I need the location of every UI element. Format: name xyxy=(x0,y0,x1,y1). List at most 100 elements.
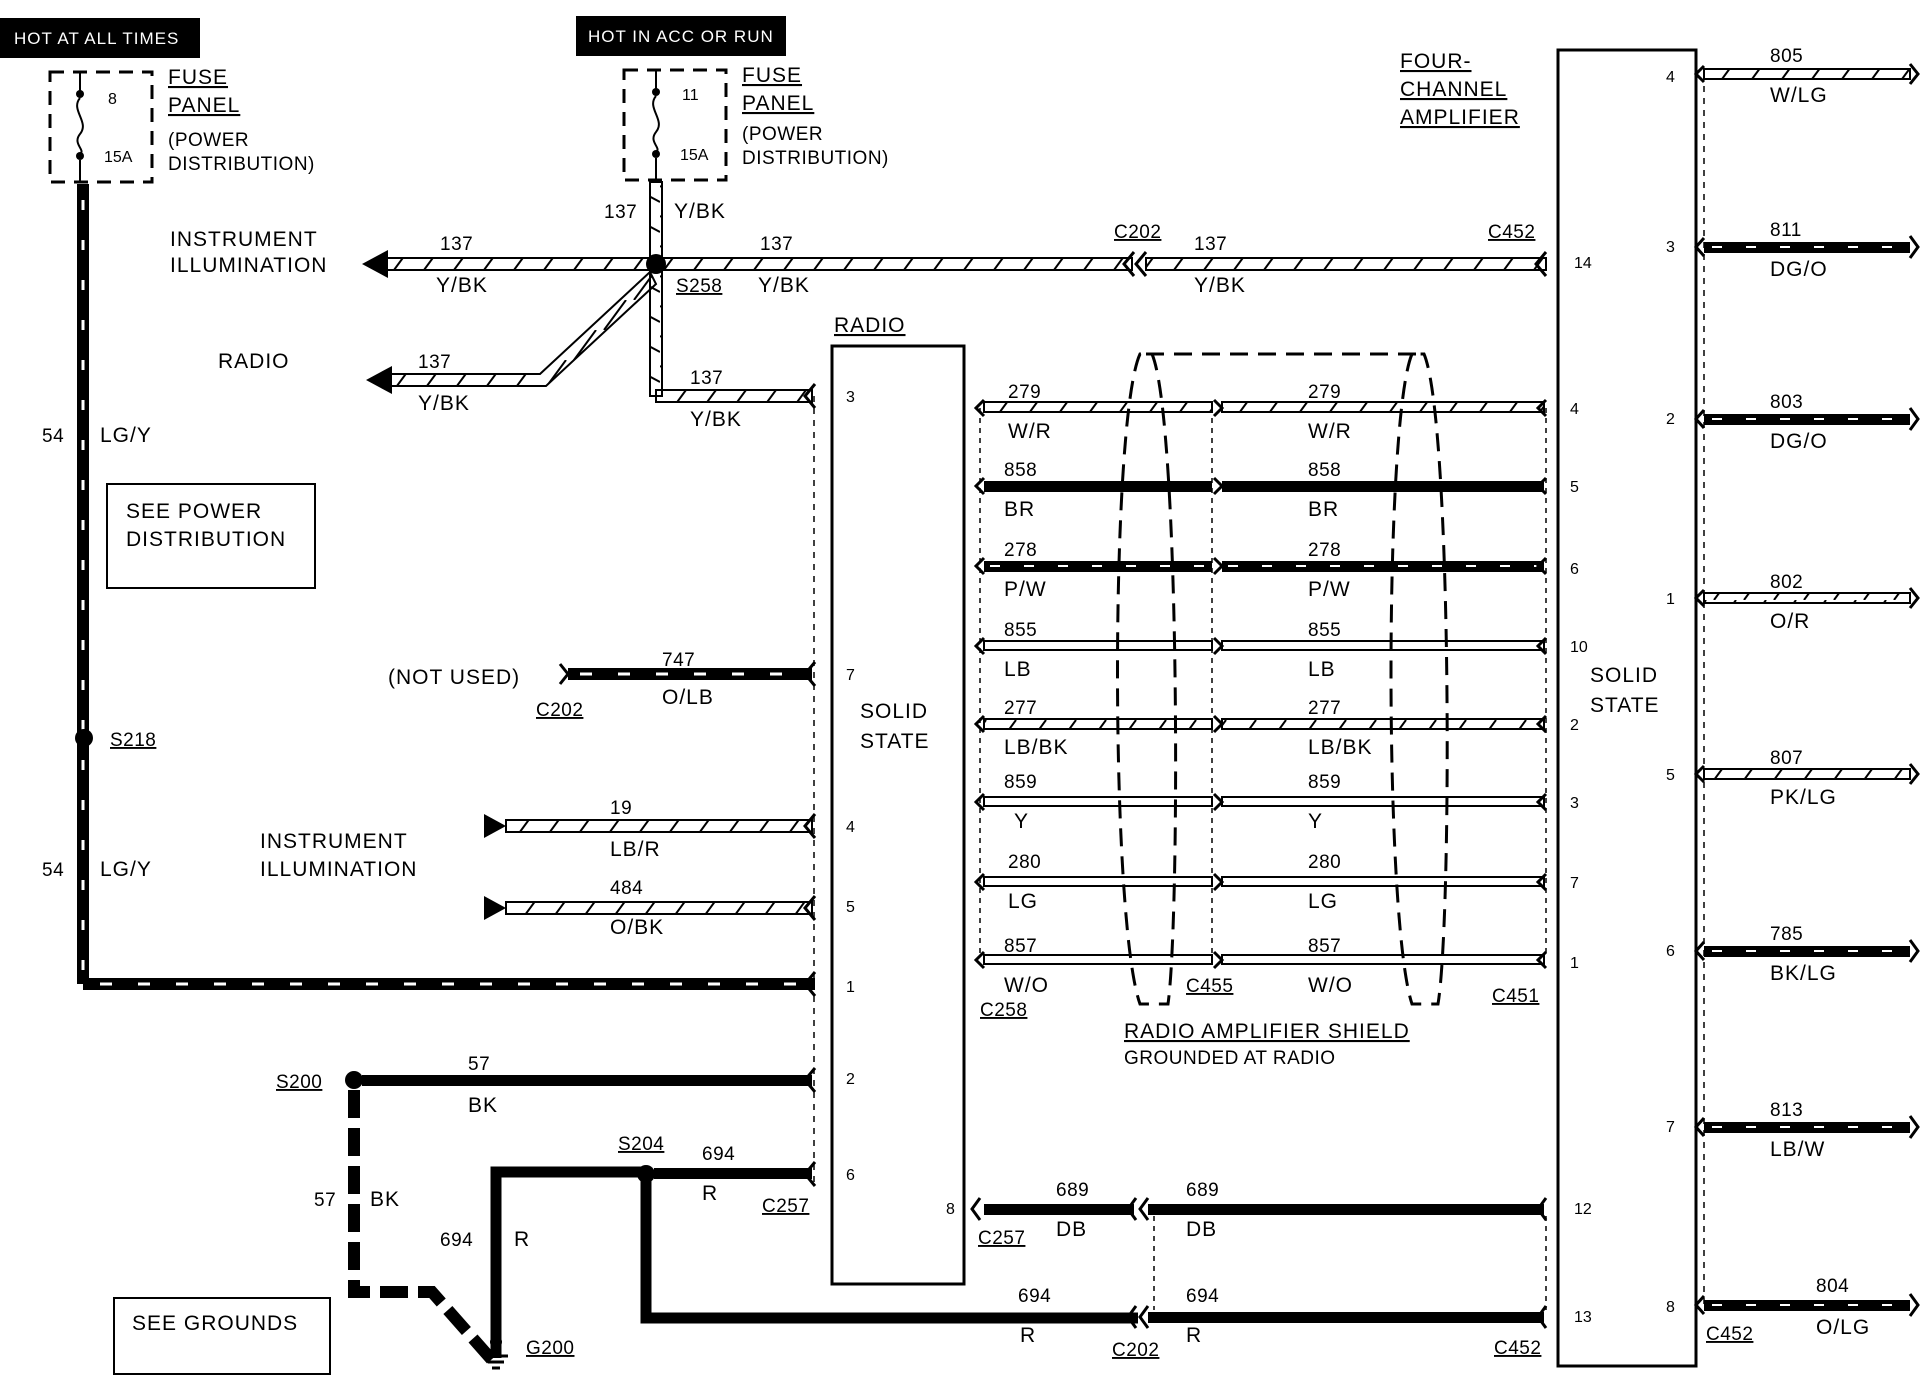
shield-label-1: RADIO AMPLIFIER SHIELD xyxy=(1124,1020,1410,1043)
wire-689-number-r: 689 xyxy=(1186,1180,1219,1201)
radio-component: RADIO SOLID STATE 3 7 4 5 1 2 6 8 xyxy=(813,314,966,1286)
wire-54-color-bottom: LG/Y xyxy=(100,858,152,881)
wire-137-color-radio: Y/BK xyxy=(418,392,470,415)
wire-57-number-h: 57 xyxy=(468,1054,490,1075)
radio-solid-label: SOLID xyxy=(860,700,928,723)
wire-694-number-lower-l: 694 xyxy=(1018,1286,1051,1307)
radio-pin: 7 xyxy=(846,667,855,684)
see-grounds-label: SEE GROUNDS xyxy=(132,1312,298,1335)
fuse1-label-power: (POWER xyxy=(168,130,249,151)
amp-input-pin: 7 xyxy=(1570,875,1579,892)
radio-state-label: STATE xyxy=(860,730,930,753)
wire-137-number-right: 137 xyxy=(760,234,793,255)
amp-solid-label: SOLID xyxy=(1590,664,1658,687)
wire-694-number-lower-r: 694 xyxy=(1186,1286,1219,1307)
connector-c452-amp-out: C452 xyxy=(1706,1324,1753,1345)
connector-c257-right: C257 xyxy=(978,1228,1025,1249)
wire-137-color-ii: Y/BK xyxy=(436,274,488,297)
wire-278-number-r: 278 xyxy=(1308,540,1341,561)
amp-input-pin: 1 xyxy=(1570,955,1579,972)
fuse2-rating: 15A xyxy=(680,147,709,164)
wire-277-number-r: 277 xyxy=(1308,698,1341,719)
connector-c452-top: C452 xyxy=(1488,222,1535,243)
amp-input-pin: 6 xyxy=(1570,561,1579,578)
not-used-label: (NOT USED) xyxy=(388,666,520,689)
wire-813-color: LB/W xyxy=(1770,1138,1825,1161)
wire-747-number: 747 xyxy=(662,650,695,671)
wire-277-color-l: LB/BK xyxy=(1004,736,1069,759)
fuse-icon xyxy=(652,95,660,153)
wire-857-color-r: W/O xyxy=(1308,974,1353,997)
wire-811-dgo: 811 DG/O xyxy=(1693,220,1920,281)
splice-s218-dot xyxy=(75,729,93,747)
wire-803-dgo: 803 DG/O xyxy=(1693,392,1920,453)
instrument-illumination-1-line1: INSTRUMENT xyxy=(170,228,318,251)
fuse2-label-fuse: FUSE xyxy=(742,64,802,87)
wire-280-color-l: LG xyxy=(1008,890,1038,913)
wire-805-color: W/LG xyxy=(1770,84,1828,107)
wire-689-color-l: DB xyxy=(1056,1218,1087,1241)
wire-137-number-radio: 137 xyxy=(418,352,451,373)
wire-858-number-l: 858 xyxy=(1004,460,1037,481)
connector-c202-top: C202 xyxy=(1114,222,1161,243)
wire-805-number: 805 xyxy=(1770,46,1803,67)
wire-811-color: DG/O xyxy=(1770,258,1828,281)
wire-484-color: O/BK xyxy=(610,916,664,939)
hot-at-all-times-tab: HOT AT ALL TIMES xyxy=(0,18,200,58)
wire-278-color-l: P/W xyxy=(1004,578,1047,601)
wire-859-number-r: 859 xyxy=(1308,772,1341,793)
wire-279-number-r: 279 xyxy=(1308,382,1341,403)
radio-pin: 8 xyxy=(946,1201,955,1218)
wire-807-number: 807 xyxy=(1770,748,1803,769)
wire-137-number-ii: 137 xyxy=(440,234,473,255)
wire-813-number: 813 xyxy=(1770,1100,1803,1121)
wire-858-number-r: 858 xyxy=(1308,460,1341,481)
connector-c452-bottom: C452 xyxy=(1494,1338,1541,1359)
wire-279-color-r: W/R xyxy=(1308,420,1352,443)
amp-title-line3: AMPLIFIER xyxy=(1400,106,1520,129)
hot-at-all-times-label: HOT AT ALL TIMES xyxy=(14,29,179,48)
fuse1-label-panel: PANEL xyxy=(168,94,240,117)
radio-pin: 5 xyxy=(846,899,855,916)
shield-label-2: GROUNDED AT RADIO xyxy=(1124,1048,1336,1069)
instrument-illumination-1-line2: ILLUMINATION xyxy=(170,254,327,277)
wire-689-db: 689 DB 689 DB C257 xyxy=(970,1180,1548,1310)
wire-54-color-top: LG/Y xyxy=(100,424,152,447)
instrument-illumination-2-line1: INSTRUMENT xyxy=(260,830,408,853)
wire-694-number-pin6: 694 xyxy=(702,1144,735,1165)
wire-858-color-l: BR xyxy=(1004,498,1035,521)
amplifier-component: FOUR- CHANNEL AMPLIFIER SOLID STATE 14 4… xyxy=(1400,48,1705,1368)
wire-747-color: O/LB xyxy=(662,686,714,709)
wire-57-color-v: BK xyxy=(370,1188,400,1211)
wire-857-color-l: W/O xyxy=(1004,974,1049,997)
amp-title-line2: CHANNEL xyxy=(1400,78,1507,101)
fuse1-number: 8 xyxy=(108,91,117,108)
fuse1-label-fuse: FUSE xyxy=(168,66,228,89)
wire-694-color-pin6: R xyxy=(702,1182,718,1205)
see-power-line1: SEE POWER xyxy=(126,500,262,523)
radio-title: RADIO xyxy=(834,314,906,337)
splice-s204-dot xyxy=(637,1165,655,1183)
wire-280-number-l: 280 xyxy=(1008,852,1041,873)
instrument-illumination-2-line2: ILLUMINATION xyxy=(260,858,417,881)
radio-pin: 4 xyxy=(846,819,855,836)
wire-57-bk: S200 57 BK 57 BK xyxy=(276,1054,817,1364)
wire-484-obk: 484 O/BK xyxy=(484,878,817,939)
wire-19-color: LB/R xyxy=(610,838,661,861)
wire-694-r-amp: 694 R 694 R C202 C452 xyxy=(1018,1286,1548,1361)
wire-694-number-v: 694 xyxy=(440,1230,473,1251)
radio-pin: 1 xyxy=(846,979,855,996)
wire-137-color-pin3: Y/BK xyxy=(690,408,742,431)
speaker-signal-harness: 279 W/R 279 W/R 858 BR 858 BR 278 P/W 27… xyxy=(973,352,1548,1069)
wire-689-color-r: DB xyxy=(1186,1218,1217,1241)
wire-278-number-l: 278 xyxy=(1004,540,1037,561)
wire-57-color-h: BK xyxy=(468,1094,498,1117)
arrow-left-icon xyxy=(362,250,388,278)
wire-54-lgy: S218 54 LG/Y 54 LG/Y xyxy=(42,184,817,997)
wire-807-pklg: 807 PK/LG xyxy=(1693,748,1920,809)
wire-137-number-pin3: 137 xyxy=(690,368,723,389)
wire-807-color: PK/LG xyxy=(1770,786,1837,809)
radio-pin: 2 xyxy=(846,1071,855,1088)
wire-57-number-v: 57 xyxy=(314,1190,336,1211)
